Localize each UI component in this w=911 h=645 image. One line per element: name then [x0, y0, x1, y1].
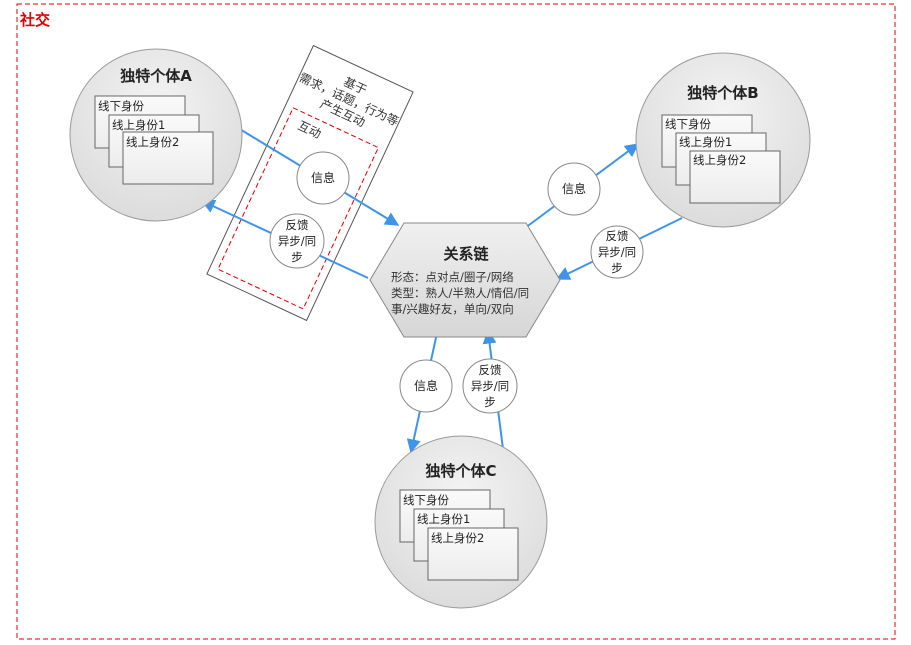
- individual-b-card-online1-label: 线上身份1: [679, 135, 732, 149]
- frame-title: 社交: [20, 11, 51, 29]
- feedback-bubble-b: 反馈 异步/同 步: [590, 225, 644, 279]
- individual-b-card-offline-label: 线下身份: [665, 117, 711, 131]
- individual-c-card-online1-label: 线上身份1: [417, 512, 470, 526]
- feedback-bubble-b-line-1: 反馈: [606, 229, 629, 243]
- info-bubble-c: 信息: [399, 359, 453, 413]
- feedback-bubble-a: 反馈 异步/同 步: [269, 213, 325, 269]
- feedback-bubble-c-line-2: 异步/同: [471, 379, 509, 393]
- individual-c-card-online2: [427, 527, 519, 581]
- individual-b-card-online2: [689, 150, 781, 204]
- relation-chain-line-2: 类型：熟人/半熟人/情侣/同: [391, 286, 529, 300]
- relation-chain-title: 关系链: [443, 245, 489, 263]
- info-bubble-a: 信息: [296, 151, 350, 205]
- info-bubble-a-label: 信息: [311, 170, 335, 185]
- feedback-bubble-b-line-3: 步: [611, 261, 623, 275]
- individual-a-card-online1-label: 线上身份1: [112, 118, 165, 132]
- individual-a-card-online2-label: 线上身份2: [126, 135, 179, 149]
- feedback-bubble-a-line-3: 步: [291, 250, 303, 264]
- individual-a-card-online2: [122, 131, 214, 185]
- relation-chain-line-3: 事/兴趣好友，单向/双向: [391, 302, 514, 316]
- info-bubble-c-label: 信息: [414, 378, 438, 393]
- feedback-bubble-b-line-2: 异步/同: [598, 245, 636, 259]
- individual-c: 独特个体C 线下身份 线上身份1 线上身份2: [374, 435, 548, 609]
- individual-b-title: 独特个体B: [687, 84, 758, 102]
- relation-chain-hexagon: [369, 222, 561, 338]
- frame-border: [16, 3, 896, 640]
- relation-chain: 关系链 形态：点对点/圈子/网络 类型：熟人/半熟人/情侣/同 事/兴趣好友，单…: [369, 222, 561, 338]
- individual-a-card-offline-label: 线下身份: [98, 99, 144, 113]
- individual-a-title: 独特个体A: [120, 67, 192, 85]
- info-bubble-b-label: 信息: [562, 181, 586, 196]
- feedback-bubble-c-line-1: 反馈: [479, 363, 502, 377]
- feedback-bubble-c: 反馈 异步/同 步: [462, 358, 518, 414]
- individual-c-title: 独特个体C: [425, 462, 496, 480]
- info-bubble-b: 信息: [547, 162, 601, 216]
- feedback-bubble-a-line-2: 异步/同: [278, 234, 316, 248]
- individual-b-card-online2-label: 线上身份2: [693, 153, 746, 167]
- individual-c-card-offline-label: 线下身份: [403, 493, 449, 507]
- feedback-bubble-c-line-3: 步: [484, 395, 496, 409]
- relation-chain-line-1: 形态：点对点/圈子/网络: [391, 270, 514, 284]
- individual-c-card-online2-label: 线上身份2: [431, 531, 484, 545]
- individual-a: 独特个体A 线下身份 线上身份1 线上身份2: [69, 48, 243, 222]
- feedback-bubble-a-line-1: 反馈: [286, 218, 309, 232]
- individual-b: 独特个体B 线下身份 线上身份1 线上身份2: [635, 52, 811, 228]
